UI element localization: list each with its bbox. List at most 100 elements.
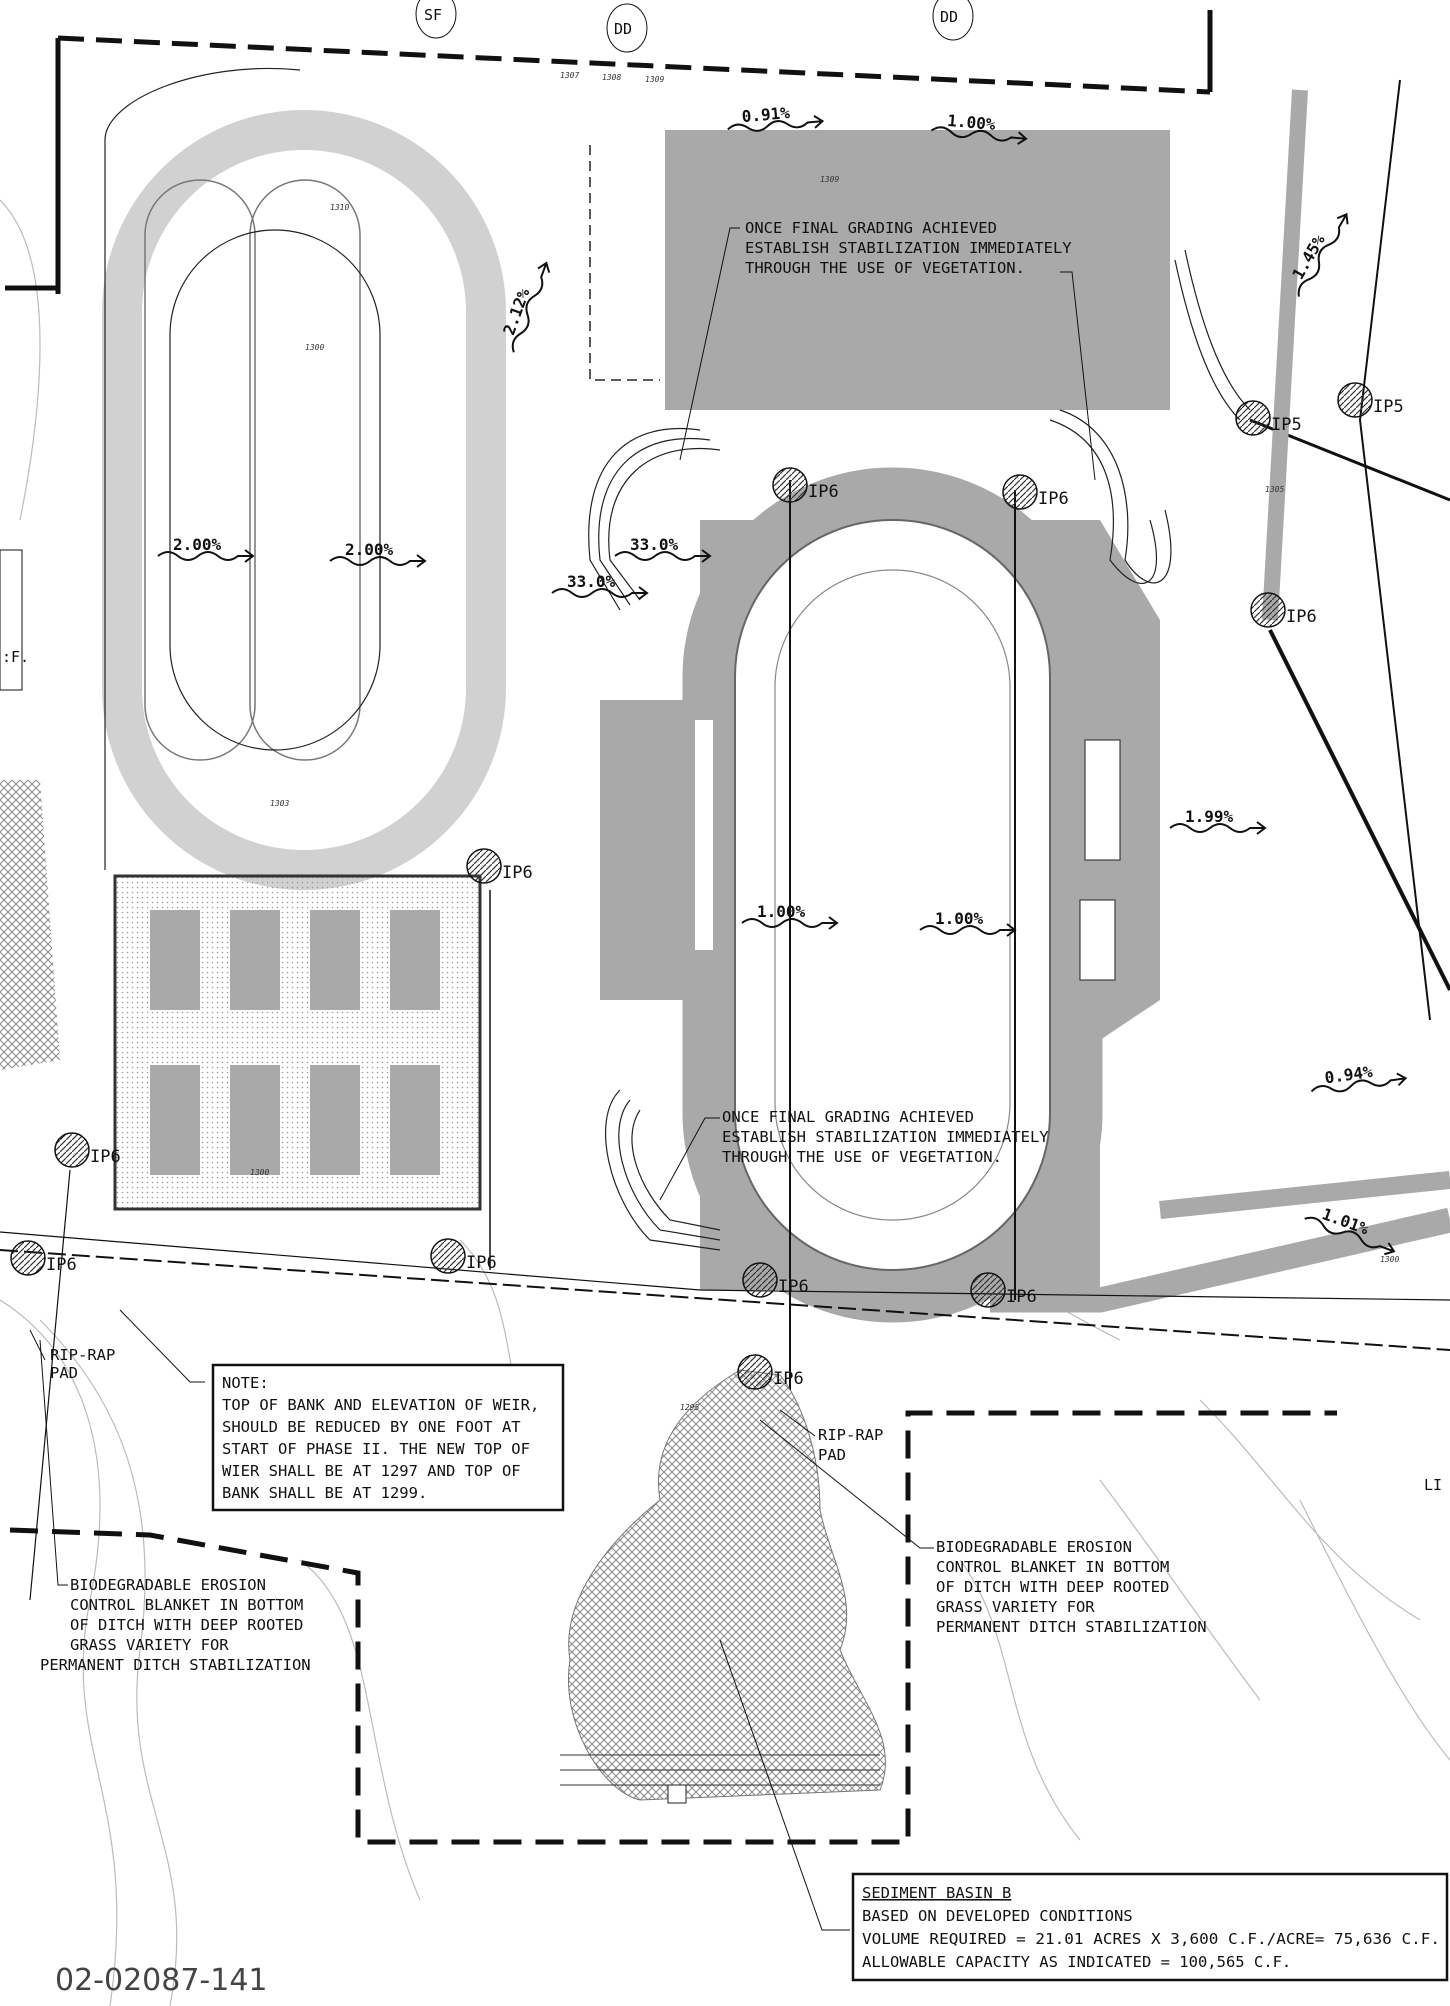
slope-label: 0.94%: [1323, 1062, 1374, 1088]
note-line: THROUGH THE USE OF VEGETATION.: [722, 1148, 1002, 1166]
arrow-icon: [329, 554, 427, 568]
slope-arrow-bank-lower: 33.0%: [551, 572, 649, 600]
sediment-basin-title: SEDIMENT BASIN B: [862, 1884, 1011, 1902]
parking-lot: [665, 130, 1170, 410]
slope-label: 0.91%: [741, 103, 791, 126]
erosion-blanket-note-right: BIODEGRADABLE EROSION CONTROL BLANKET IN…: [759, 1419, 1207, 1636]
note-line: OF DITCH WITH DEEP ROOTED: [936, 1578, 1169, 1596]
callout-tag-sf: SF: [424, 6, 442, 24]
edge-label-right: LI: [1424, 1476, 1442, 1494]
inlet-protection-marker: IP6: [430, 1238, 497, 1274]
note-line: WIER SHALL BE AT 1297 AND TOP OF: [222, 1462, 521, 1480]
riprap-label-left: RIP-RAP PAD: [29, 1329, 115, 1382]
arrow-icon: [1297, 212, 1349, 297]
slope-label: 33.0%: [630, 535, 679, 554]
inlet-protection-icon: [1337, 382, 1373, 418]
contour-label: 1303: [270, 799, 289, 808]
contour-label: 1307: [560, 71, 579, 80]
inlet-protection-icon: [54, 1132, 90, 1168]
inlet-protection-label: IP6: [808, 482, 839, 502]
inlet-protection-marker: IP5: [1337, 382, 1404, 418]
note-line: GRASS VARIETY FOR: [70, 1636, 229, 1654]
inlet-protection-icon: [430, 1238, 466, 1274]
grading-note-middle: ONCE FINAL GRADING ACHIEVED ESTABLISH ST…: [659, 1108, 1049, 1201]
sediment-basin-b: [560, 1369, 886, 1804]
slope-label: 33.0%: [567, 572, 616, 591]
inlet-protection-label: IP6: [46, 1255, 77, 1275]
arrow-icon: [1169, 821, 1267, 835]
note-line: CONTROL BLANKET IN BOTTOM: [70, 1596, 303, 1614]
slope-arrow-top-right: 1.00%: [930, 111, 1028, 145]
inlet-protection-label: IP6: [1286, 607, 1317, 627]
inlet-protection-icon: [1002, 474, 1038, 510]
contour-label: 1310: [330, 203, 349, 212]
note-line: ESTABLISH STABILIZATION IMMEDIATELY: [745, 239, 1072, 257]
note-line: ONCE FINAL GRADING ACHIEVED: [745, 219, 997, 237]
inlet-protection-label: IP6: [778, 1277, 809, 1297]
contour-label: 1300: [250, 1168, 269, 1177]
contour-label: 1300: [1380, 1255, 1399, 1264]
note-line: ESTABLISH STABILIZATION IMMEDIATELY: [722, 1128, 1049, 1146]
note-line: BIODEGRADABLE EROSION: [70, 1576, 266, 1594]
inlet-protection-marker: IP6: [742, 1262, 809, 1298]
note-line: OF DITCH WITH DEEP ROOTED: [70, 1616, 303, 1634]
note-line: RIP-RAP: [50, 1346, 115, 1364]
slope-label: 1.99%: [1185, 807, 1234, 826]
arrow-icon: [157, 549, 255, 563]
slope-arrow-field-east: 1.00%: [919, 909, 1017, 937]
edge-label-left: :F.: [2, 648, 29, 666]
note-line: PAD: [50, 1364, 78, 1382]
weir-note: NOTE: TOP OF BANK AND ELEVATION OF WEIR,…: [119, 1309, 565, 1512]
arrow-icon: [919, 923, 1017, 937]
inlet-protection-marker: IP6: [737, 1354, 804, 1390]
slope-arrow-stadium-east: 1.99%: [1169, 807, 1267, 835]
inlet-protection-label: IP6: [502, 863, 533, 883]
drawing-number: 02-02087-141: [55, 1963, 268, 1998]
contour-labels: 1307 1308 1309 1310 1309 1300 1303 1300 …: [250, 71, 1399, 1412]
note-line: PAD: [818, 1446, 846, 1464]
callout-tag-dd: DD: [614, 20, 632, 38]
slope-arrow-left-track-east: 2.00%: [329, 540, 427, 568]
arrow-icon: [1310, 1072, 1408, 1093]
slope-arrow-left-track-west: 2.00%: [157, 535, 255, 563]
note-line: RIP-RAP: [818, 1426, 883, 1444]
practice-track: [102, 67, 506, 890]
inlet-protection-label: IP6: [466, 1253, 497, 1273]
note-line: TOP OF BANK AND ELEVATION OF WEIR,: [222, 1396, 539, 1414]
contour-label: 1309: [645, 75, 664, 84]
callout-tag-dd: DD: [940, 8, 958, 26]
note-line: GRASS VARIETY FOR: [936, 1598, 1095, 1616]
inlet-protection-marker: IP6: [772, 467, 839, 503]
note-line: PERMANENT DITCH STABILIZATION: [40, 1656, 311, 1674]
inlet-protection-marker: IP5: [1235, 400, 1302, 436]
contour-label: 1300: [305, 343, 324, 352]
note-line: VOLUME REQUIRED = 21.01 ACRES X 3,600 C.…: [862, 1930, 1440, 1948]
inlet-protection-icon: [10, 1240, 46, 1276]
property-boundary-north: [5, 10, 1213, 294]
slope-arrow-field-west: 1.00%: [741, 902, 839, 930]
slope-label: 2.00%: [173, 535, 222, 554]
arrow-icon: [930, 126, 1028, 145]
note-line: SHOULD BE REDUCED BY ONE FOOT AT: [222, 1418, 521, 1436]
arrow-icon: [741, 916, 839, 930]
note-line: ONCE FINAL GRADING ACHIEVED: [722, 1108, 974, 1126]
erosion-blanket-note-left: BIODEGRADABLE EROSION CONTROL BLANKET IN…: [39, 1339, 311, 1674]
note-line: BASED ON DEVELOPED CONDITIONS: [862, 1907, 1133, 1925]
inlet-protection-marker: IP6: [466, 848, 533, 884]
inlet-protection-marker: IP6: [54, 1132, 121, 1168]
grading-note-top: ONCE FINAL GRADING ACHIEVED ESTABLISH ST…: [679, 219, 1096, 481]
inlet-protection-marker: IP6: [1250, 592, 1317, 628]
arrow-icon: [727, 115, 825, 132]
slope-arrow-east-lower: 0.94%: [1310, 1062, 1408, 1093]
inlet-protection-label: IP6: [90, 1147, 121, 1167]
arrow-icon: [614, 549, 712, 563]
contour-label: 1295: [680, 1403, 699, 1412]
inlet-protection-label: IP5: [1271, 415, 1302, 435]
slope-label: 1.00%: [757, 902, 806, 921]
limit-of-disturbance-south: [9, 1410, 1337, 1845]
sediment-basin-summary: SEDIMENT BASIN B BASED ON DEVELOPED COND…: [719, 1639, 1449, 1982]
note-line: THROUGH THE USE OF VEGETATION.: [745, 259, 1025, 277]
